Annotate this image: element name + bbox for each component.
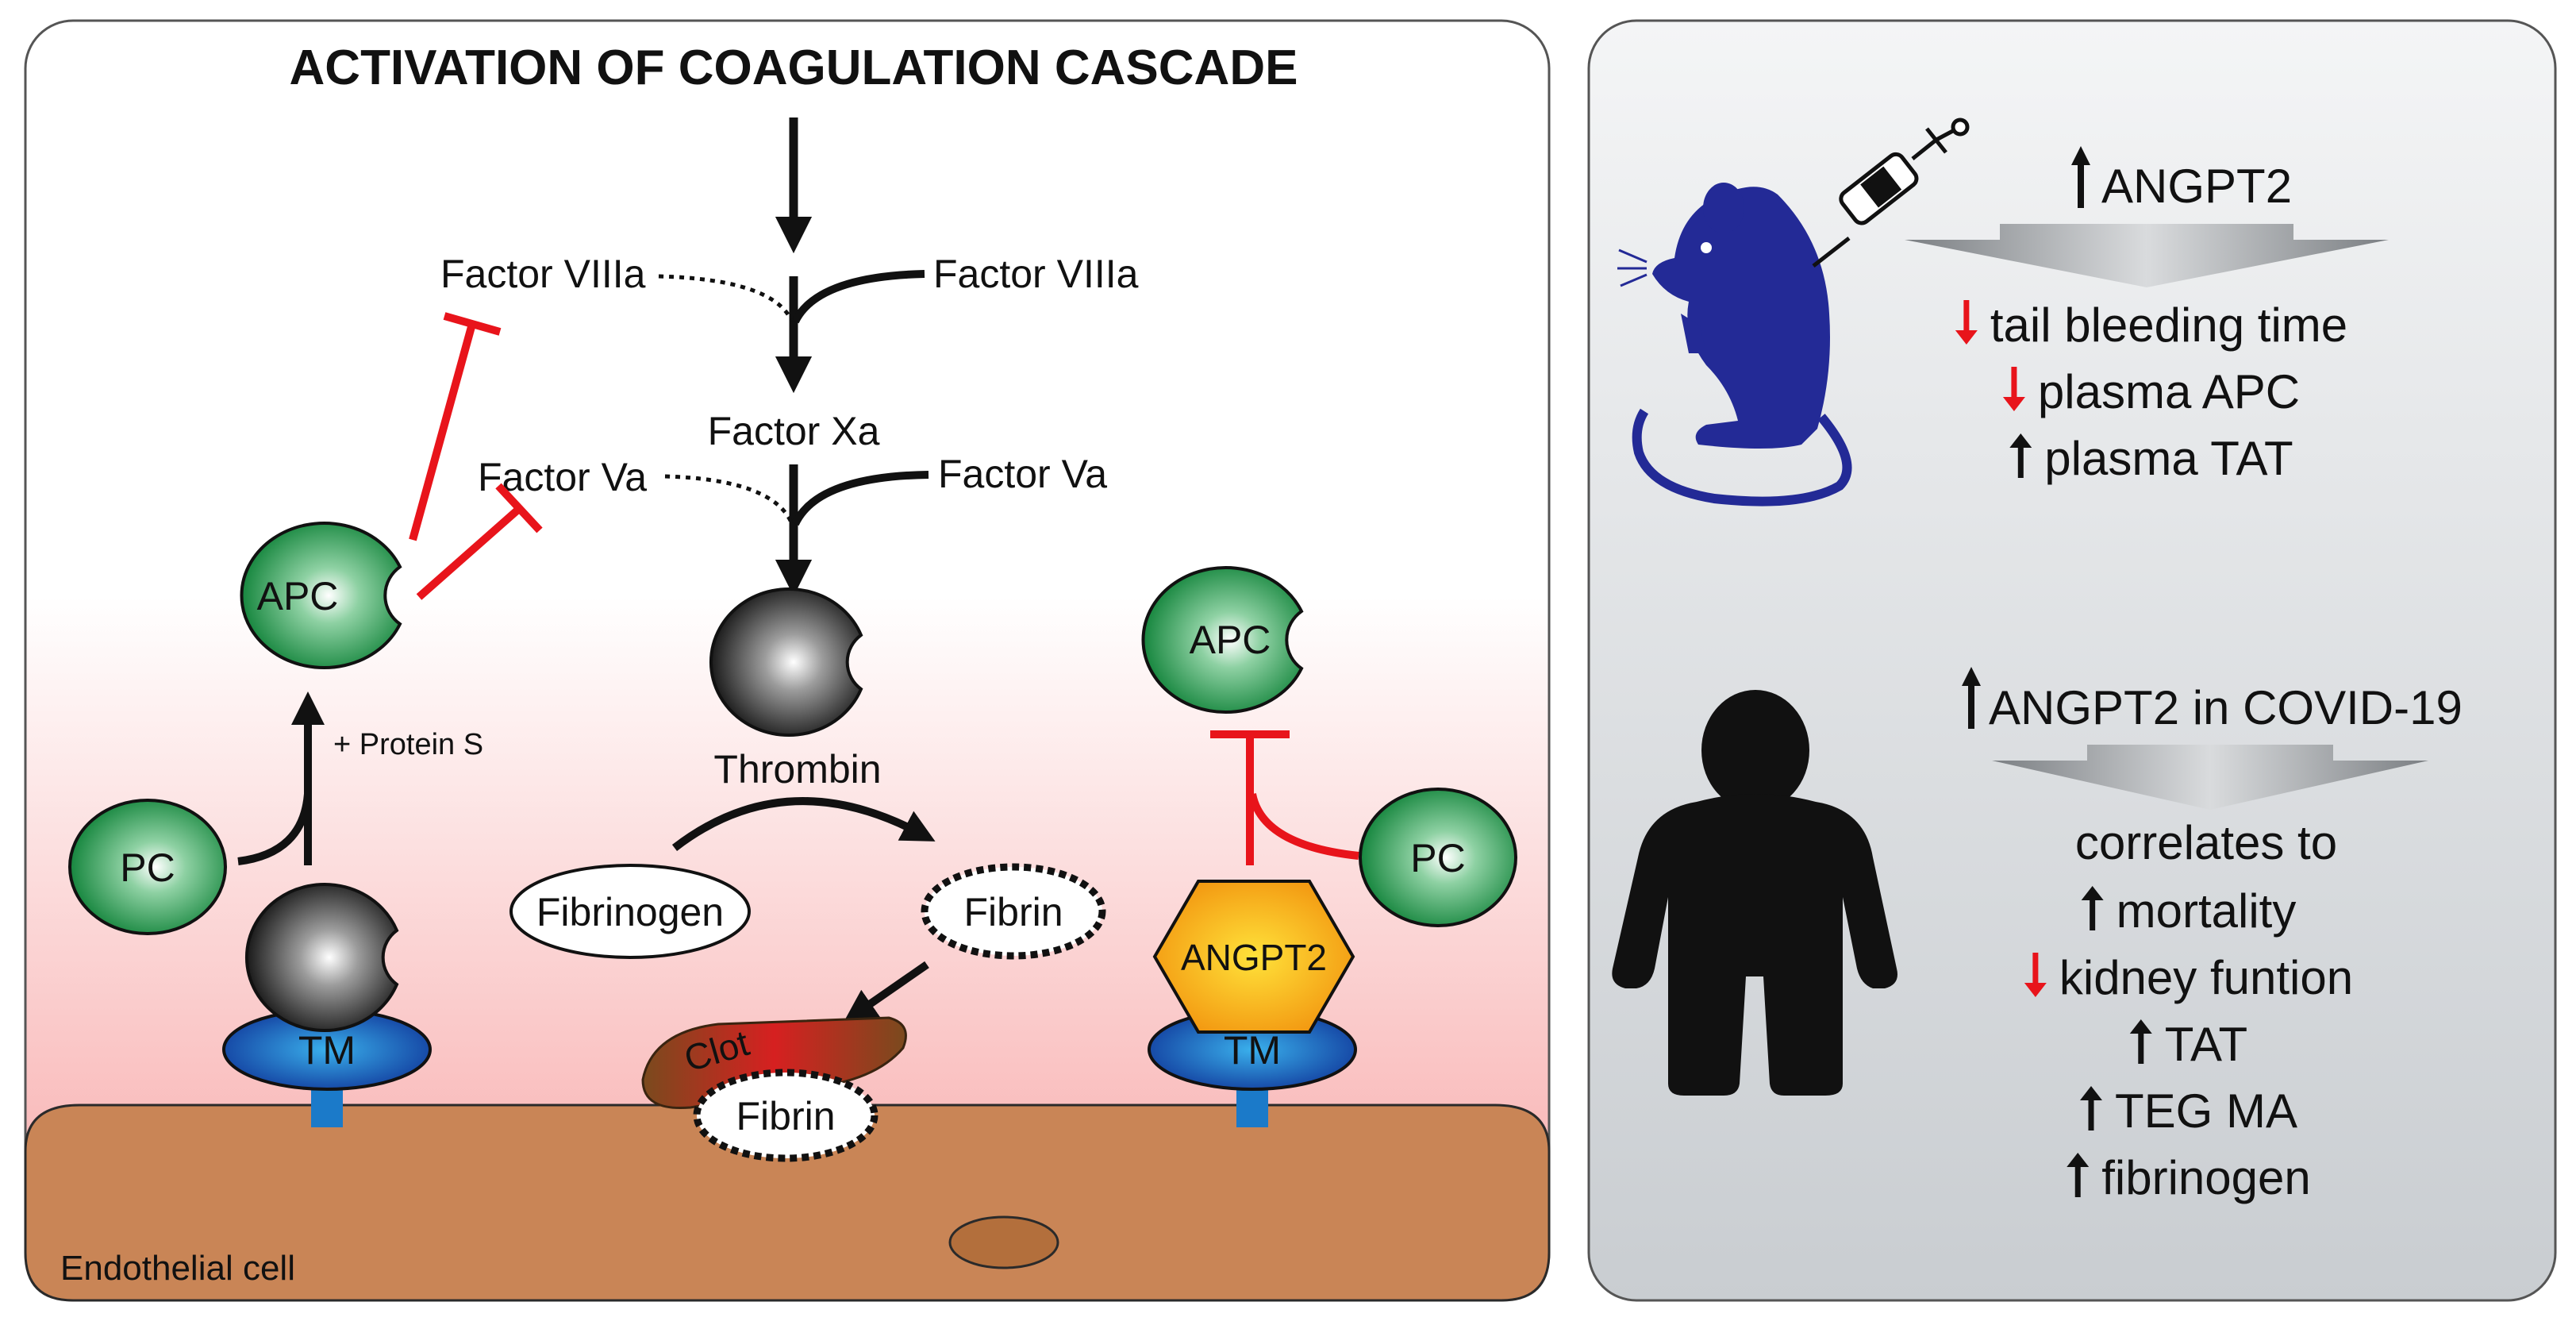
inhibit-va-bar	[495, 483, 543, 533]
tm-left-stem	[311, 1084, 343, 1127]
mouse-effect-1: plasma APC	[2038, 365, 2300, 418]
angpt2-hexagon	[1152, 880, 1355, 1034]
mouse-header: ANGPT2	[2101, 160, 2292, 213]
tm-right-stem	[1236, 1084, 1268, 1127]
human-effect-0: mortality	[2117, 884, 2297, 938]
apc-right-label: APC	[1190, 618, 1271, 662]
inhibit-viiia-line	[409, 322, 476, 541]
human-effect-0-up-arrow	[2081, 886, 2104, 900]
pc-left: PC	[68, 799, 227, 935]
mouse-icon	[1632, 183, 1852, 507]
factor-viiia-dotted	[658, 274, 794, 323]
inhibit-va-line	[416, 505, 523, 600]
pc-right: PC	[1359, 788, 1517, 927]
mouse-effect-0-down-arrow	[1955, 330, 1978, 345]
factor-viiia-curve	[791, 270, 925, 324]
mouse-effect-2-up-arrow	[2009, 433, 2032, 448]
human-effect-1-down-arrow	[2024, 983, 2047, 997]
protein-s-label: + Protein S	[333, 728, 483, 761]
human-header: ANGPT2 in COVID-19	[1989, 681, 2463, 734]
angpt2-on-tm: TM ANGPT2	[1148, 880, 1357, 1127]
right-panel: ANGPT2 tail bleeding time plasma APC plasm…	[1587, 19, 2557, 1302]
human-effect-4-up-arrow	[2067, 1153, 2090, 1167]
thrombin-label: Thrombin	[713, 747, 881, 792]
human-effect-3-up-arrow	[2079, 1086, 2102, 1100]
fibrinogen-to-fibrin-arrow	[671, 797, 936, 851]
human-effect-1: kidney funtion	[2059, 951, 2353, 1004]
tm-left-label: TM	[298, 1028, 356, 1073]
fibrin-label: Fibrin	[963, 890, 1063, 934]
inhibit-viiia-bar	[443, 312, 502, 336]
human-icon	[1612, 690, 1897, 1096]
fibrin: Fibrin	[921, 863, 1106, 960]
thrombin: Thrombin	[709, 587, 882, 792]
human-subheader: correlates to	[2075, 816, 2337, 869]
thrombin-on-tm: TM	[222, 883, 432, 1127]
mouse-effects: tail bleeding time plasma APC plasma TAT	[1955, 299, 2347, 485]
factor-xa-label: Factor Xa	[708, 409, 880, 453]
fibrin-to-clot-arrow	[843, 961, 929, 1023]
mouse-effect-1-down-arrow	[2002, 397, 2025, 411]
apc-right: APC	[1141, 566, 1304, 714]
endothelial-cell	[24, 1104, 1551, 1302]
mouse-effect-2: plasma TAT	[2044, 432, 2293, 485]
syringe-icon	[1812, 117, 1970, 268]
pc-left-label: PC	[120, 845, 175, 890]
factor-va-right-label: Factor Va	[938, 452, 1107, 496]
human-effect-3: TEG MA	[2115, 1084, 2297, 1138]
fibrinogen: Fibrinogen	[509, 864, 751, 959]
clot-shape	[641, 1016, 907, 1110]
human-effect-4: fibrinogen	[2101, 1151, 2311, 1204]
factor-viiia-right-label: Factor VIIIa	[933, 252, 1139, 296]
apc-left: APC	[240, 522, 402, 669]
tm-right-label: TM	[1224, 1028, 1281, 1073]
factor-va-curve	[791, 471, 929, 526]
cascade-title: ACTIVATION OF COAGULATION CASCADE	[290, 40, 1298, 95]
whiskers	[1617, 248, 1647, 287]
angpt2-label: ANGPT2	[1181, 937, 1327, 978]
clot-fibrin-label: Fibrin	[736, 1094, 835, 1138]
factor-viiia-left-label: Factor VIIIa	[440, 252, 646, 296]
endothelial-cell-label: Endothelial cell	[60, 1249, 295, 1288]
mouse-effect-0: tail bleeding time	[1990, 299, 2347, 352]
pc-right-curve	[1248, 792, 1359, 860]
fibrinogen-label: Fibrinogen	[536, 890, 724, 934]
factor-va-dotted	[664, 474, 794, 526]
human-effect-2-up-arrow	[2129, 1019, 2152, 1034]
left-panel: Endothelial cell ACTIVATION OF COAGULATI…	[24, 19, 1551, 1302]
nucleus	[948, 1215, 1059, 1269]
pc-right-label: PC	[1410, 836, 1465, 880]
apc-left-label: APC	[257, 574, 339, 618]
human-effect-2: TAT	[2165, 1018, 2247, 1071]
clot: Clot Fibrin	[641, 1016, 907, 1162]
human-big-arrow	[1992, 745, 2428, 810]
mouse-big-arrow	[1905, 224, 2389, 287]
